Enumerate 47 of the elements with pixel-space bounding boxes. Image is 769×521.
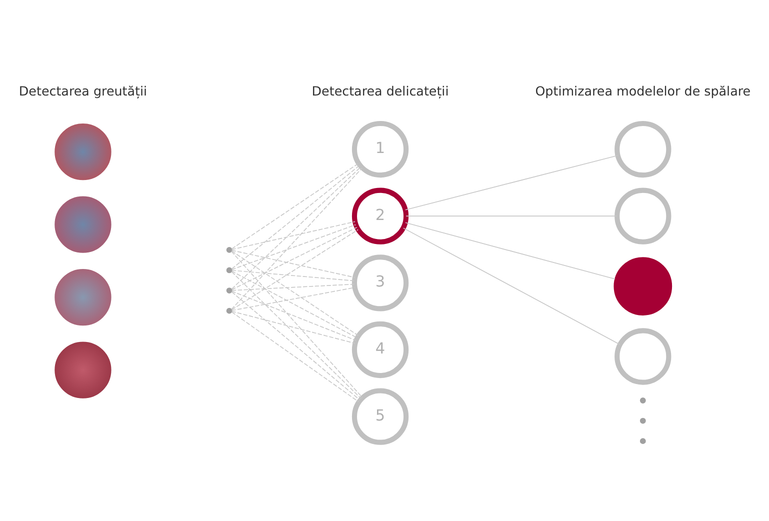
node-circle: 1	[352, 120, 409, 178]
connector	[231, 166, 362, 290]
node-dot	[226, 308, 232, 314]
connector	[232, 284, 355, 291]
node-picture	[54, 195, 112, 254]
connector	[232, 270, 355, 282]
connector	[231, 229, 358, 310]
node-dot	[640, 418, 646, 424]
node-dot	[226, 288, 232, 294]
connector	[231, 287, 356, 311]
node-dot	[226, 267, 232, 274]
node-circle: 4	[352, 321, 409, 378]
node-circle	[614, 257, 672, 316]
node-circle	[614, 120, 672, 178]
connector	[231, 290, 356, 341]
node-dot	[226, 246, 232, 253]
node-dot	[640, 398, 646, 404]
connector	[231, 250, 356, 278]
label: Detectarea greutății	[18, 84, 148, 99]
node-circle	[614, 328, 672, 385]
connector	[231, 312, 360, 402]
connector	[231, 163, 359, 250]
label: Detectarea delicateții	[312, 84, 449, 99]
label: Optimizarea modelelor de spălare	[535, 84, 751, 99]
node-dot	[640, 438, 646, 444]
connector	[402, 228, 620, 345]
connector	[405, 155, 618, 210]
node-picture	[54, 340, 112, 400]
node-circle	[614, 188, 672, 244]
connector	[231, 224, 356, 270]
connector	[405, 222, 616, 280]
connector	[231, 168, 363, 310]
node-circle: 3	[352, 254, 409, 312]
connector	[231, 292, 361, 401]
node-circle: 5	[352, 388, 409, 445]
node-circle: 2	[352, 188, 409, 244]
connector	[231, 271, 362, 400]
node-picture	[54, 122, 112, 181]
connector	[231, 226, 358, 290]
node-picture	[54, 268, 112, 326]
connector	[406, 216, 618, 217]
connector	[231, 310, 356, 344]
connector	[231, 221, 356, 250]
connector	[231, 250, 363, 398]
connector	[231, 270, 358, 338]
connector	[231, 164, 360, 270]
connector	[231, 250, 359, 336]
